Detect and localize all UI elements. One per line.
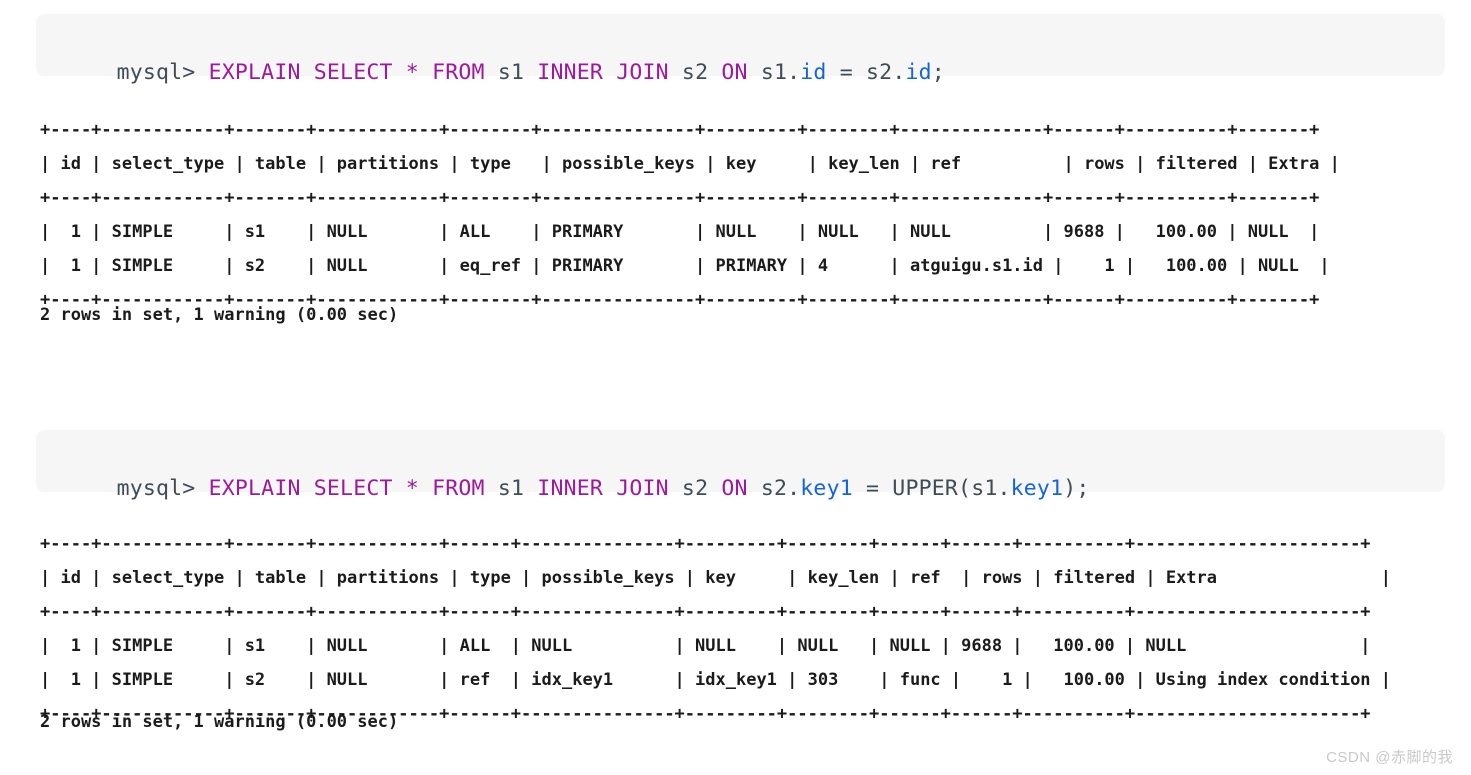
sql-token-kw: FROM xyxy=(432,476,485,501)
sql-token-punct: = xyxy=(826,60,867,85)
sql-token-ident: s1 xyxy=(760,60,788,85)
sql-token-punct: ; xyxy=(1076,476,1090,501)
sql-token-punct xyxy=(485,60,498,85)
sql-token-punct xyxy=(485,476,498,501)
sql-token-punct: . xyxy=(892,60,906,85)
sql-token-punct: . xyxy=(787,60,801,85)
sql-token-prop: id xyxy=(800,60,827,85)
explain-result-table-1: +----+------------+-------+------------+… xyxy=(40,120,1340,310)
sql-token-punct: ) xyxy=(1063,476,1077,501)
sql-token-punct xyxy=(669,476,682,501)
sql-token-kw: SELECT xyxy=(313,60,393,85)
sql-token-fn: UPPER xyxy=(892,476,959,501)
sql-token-punct xyxy=(748,60,761,85)
status-line-2: 2 rows in set, 1 warning (0.00 sec) xyxy=(40,712,399,732)
sql-token-punct xyxy=(393,476,406,501)
sql-token-punct xyxy=(301,476,314,501)
sql-token-punct xyxy=(524,476,537,501)
sql-token-kw: SELECT xyxy=(313,476,393,501)
sql-token-ident: s2 xyxy=(681,476,709,501)
sql-token-punct xyxy=(301,60,314,85)
sql-token-punct xyxy=(748,476,761,501)
sql-token-punct xyxy=(603,476,616,501)
sql-token-ident: s1 xyxy=(971,476,998,501)
sql-token-punct: = xyxy=(852,476,893,501)
sql-token-ident: s1 xyxy=(497,476,525,501)
sql-token-prop: id xyxy=(905,60,932,85)
sql-token-punct xyxy=(524,60,537,85)
sql-token-ident: s2 xyxy=(681,60,709,85)
sql-token-kw: EXPLAIN xyxy=(208,60,301,85)
status-line-1: 2 rows in set, 1 warning (0.00 sec) xyxy=(40,305,399,325)
csdn-watermark: CSDN @赤脚的我 xyxy=(1326,749,1453,766)
sql-token-punct xyxy=(393,60,406,85)
sql-token-kw: * xyxy=(405,60,419,85)
sql-token-punct xyxy=(708,60,721,85)
sql-token-kw: JOIN xyxy=(616,476,669,501)
sql-statement-2: mysql> EXPLAIN SELECT * FROM s1 INNER JO… xyxy=(117,476,1090,501)
sql-token-punct xyxy=(669,60,682,85)
sql-statement-1: mysql> EXPLAIN SELECT * FROM s1 INNER JO… xyxy=(117,60,945,85)
explain-result-table-2: +----+------------+-------+------------+… xyxy=(40,534,1392,724)
sql-token-punct: ; xyxy=(931,60,945,85)
sql-token-kw: ON xyxy=(721,60,748,85)
sql-token-punct: . xyxy=(997,476,1011,501)
sql-token-ident: s2 xyxy=(866,60,893,85)
sql-token-punct: . xyxy=(787,476,801,501)
sql-token-kw: INNER xyxy=(537,60,604,85)
sql-token-punct xyxy=(419,476,432,501)
sql-token-kw: EXPLAIN xyxy=(208,476,301,501)
sql-token-punct: ( xyxy=(958,476,972,501)
sql-code-block-1[interactable]: mysql> EXPLAIN SELECT * FROM s1 INNER JO… xyxy=(36,14,1445,85)
sql-token-prop: key1 xyxy=(800,476,853,501)
sql-token-kw: * xyxy=(405,476,419,501)
sql-token-prompt: mysql> xyxy=(116,476,209,501)
sql-token-punct xyxy=(708,476,721,501)
sql-token-ident: s1 xyxy=(497,60,525,85)
sql-token-kw: FROM xyxy=(432,60,485,85)
sql-code-block-2[interactable]: mysql> EXPLAIN SELECT * FROM s1 INNER JO… xyxy=(36,430,1445,501)
sql-token-ident: s2 xyxy=(760,476,788,501)
sql-token-prompt: mysql> xyxy=(116,60,209,85)
sql-token-punct xyxy=(419,60,432,85)
sql-token-prop: key1 xyxy=(1010,476,1064,501)
sql-token-kw: ON xyxy=(721,476,748,501)
sql-token-kw: INNER xyxy=(537,476,604,501)
sql-token-kw: JOIN xyxy=(616,60,669,85)
sql-token-punct xyxy=(603,60,616,85)
